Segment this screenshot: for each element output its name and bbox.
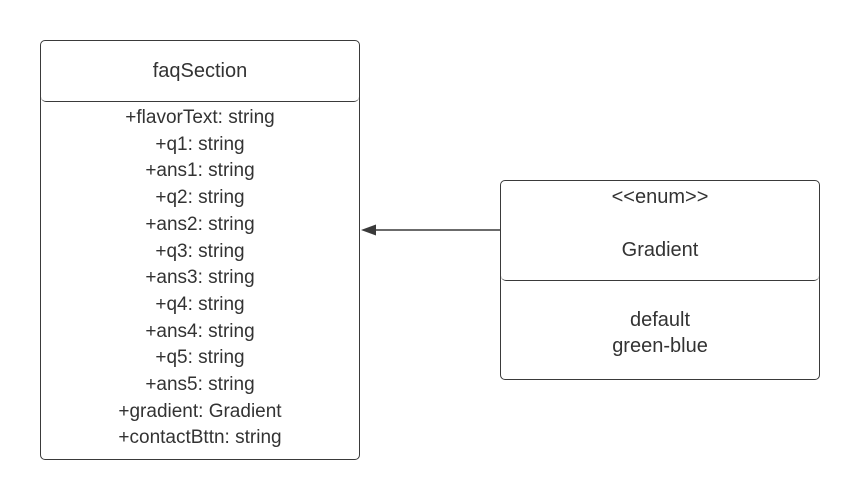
attribute-q5: +q5: string [155, 347, 245, 369]
faq-section-class-header: faqSection [41, 41, 359, 102]
gradient-enum-header: <<enum>> Gradient [501, 181, 819, 281]
attribute-ans4: +ans4: string [145, 320, 255, 342]
faq-section-attribute-list: +flavorText: string +q1: string +ans1: s… [41, 102, 359, 452]
gradient-enum-box[interactable]: <<enum>> Gradient default green-blue [500, 180, 820, 380]
attribute-flavor-text: +flavorText: string [125, 107, 275, 128]
enum-value-green-blue: green-blue [612, 335, 708, 357]
attribute-gradient: +gradient: Gradient [118, 400, 282, 422]
gradient-enum-value-list: default green-blue [501, 281, 819, 359]
faq-section-class-name: faqSection [152, 59, 248, 82]
attribute-q3: +q3: string [155, 240, 245, 262]
attribute-ans2: +ans2: string [145, 213, 255, 235]
attribute-ans3: +ans3: string [145, 267, 255, 289]
attribute-contact-bttn: +contactBttn: string [118, 427, 282, 449]
attribute-ans1: +ans1: string [145, 160, 255, 182]
attribute-q4: +q4: string [155, 293, 245, 315]
enum-value-default: default [629, 309, 691, 331]
association-arrowhead-icon [361, 224, 376, 236]
faq-section-class-box[interactable]: faqSection +flavorText: string +q1: stri… [40, 40, 360, 460]
gradient-enum-name: Gradient [621, 239, 699, 261]
attribute-ans5: +ans5: string [145, 374, 255, 396]
attribute-q2: +q2: string [155, 187, 245, 209]
enum-stereotype-label: <<enum>> [611, 186, 709, 208]
attribute-q1: +q1: string [155, 133, 245, 155]
